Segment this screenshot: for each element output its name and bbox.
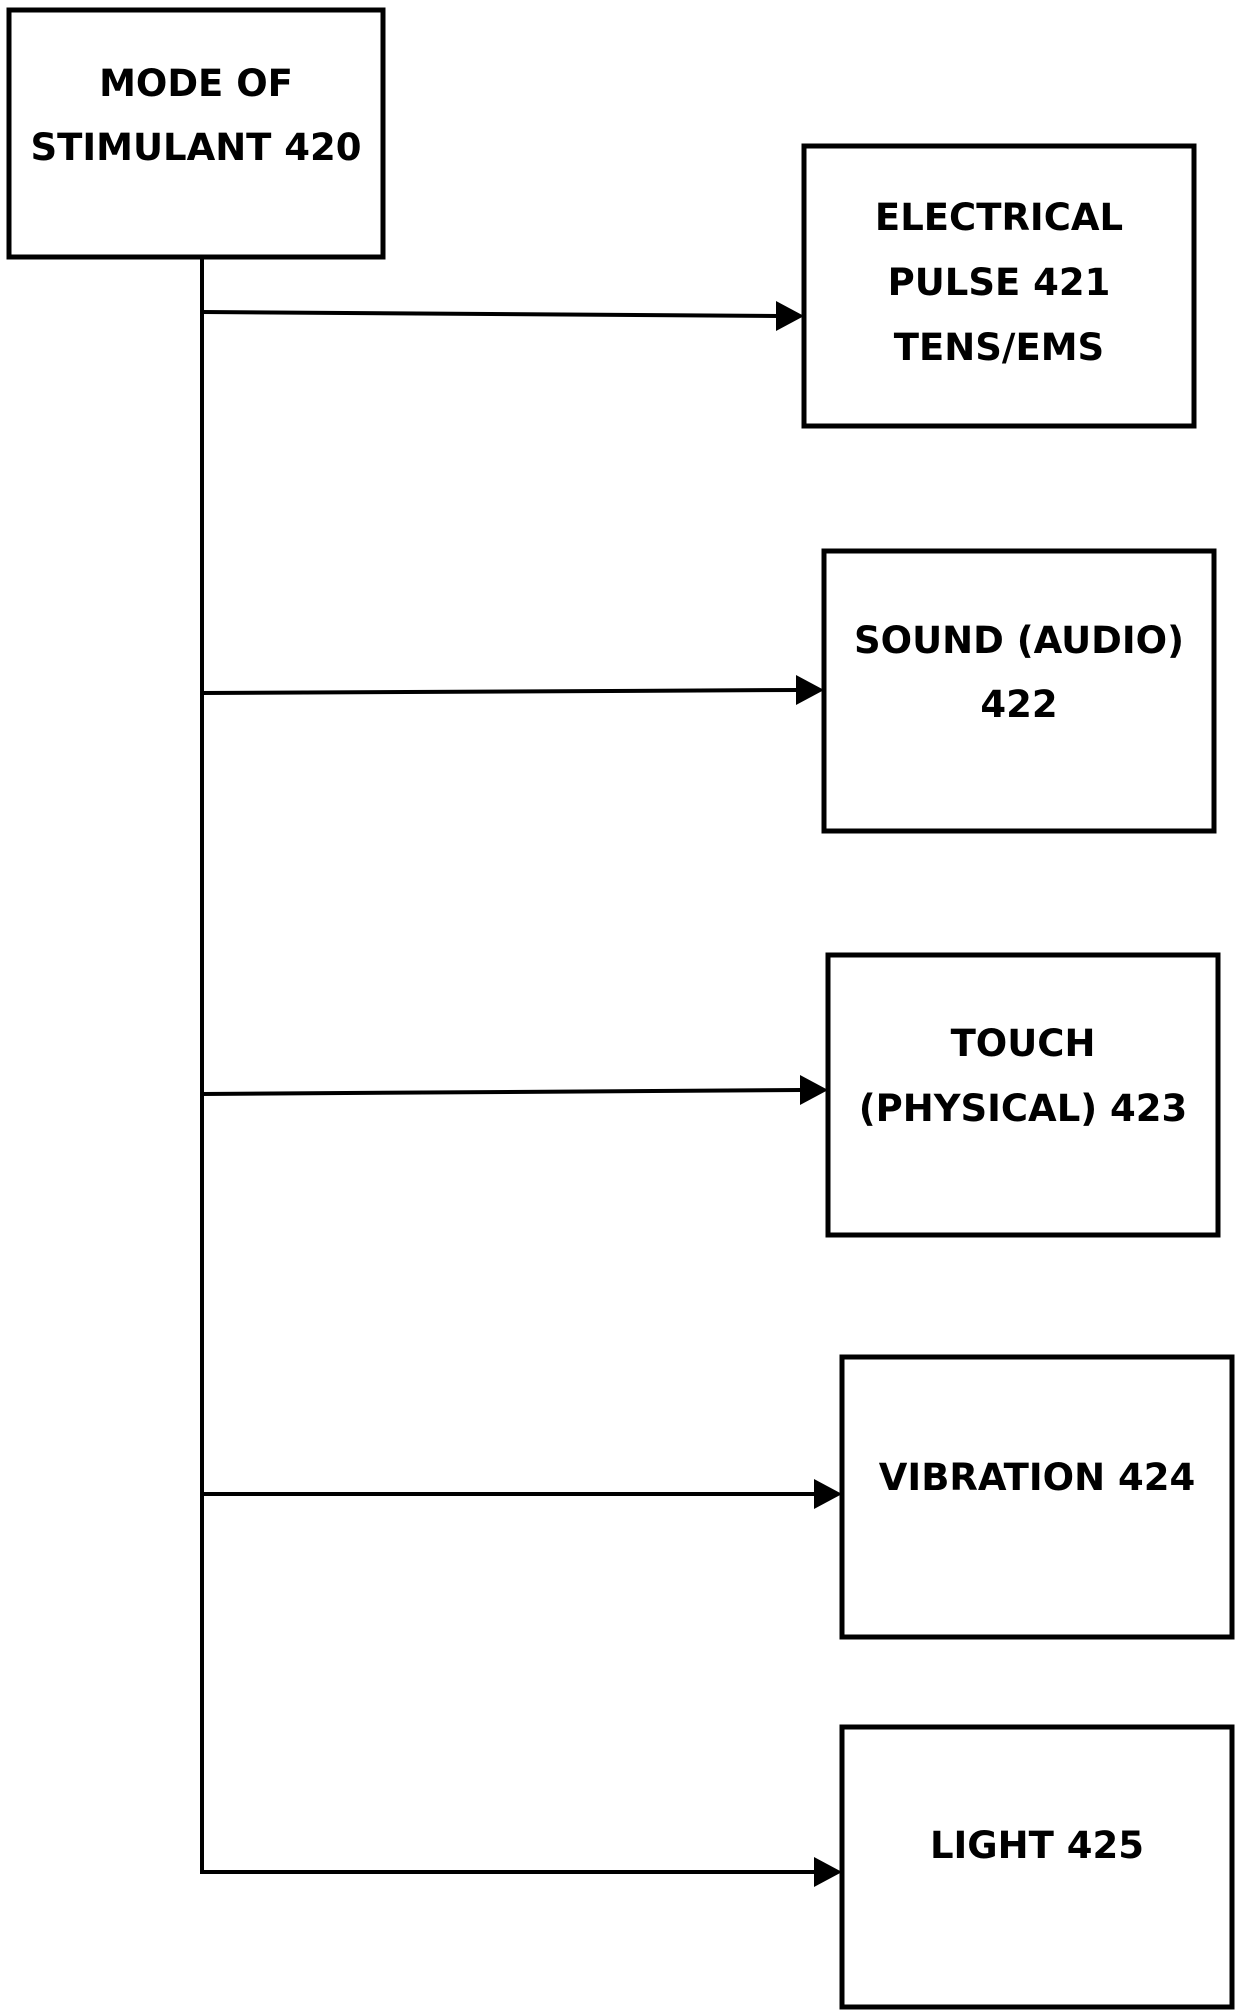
target-4-label-line-1: VIBRATION 424 — [879, 1456, 1195, 1499]
target-node-vibration: VIBRATION 424 — [202, 1357, 1232, 1637]
target-3-label-line-1: TOUCH — [951, 1022, 1096, 1065]
arrowhead-3 — [800, 1075, 828, 1105]
target-2-label-line-2: 422 — [980, 683, 1057, 726]
source-label-line-1: MODE OF — [99, 62, 293, 105]
target-node-sound: SOUND (AUDIO) 422 — [202, 551, 1214, 831]
branch-connector-3 — [202, 1090, 801, 1094]
source-label-line-2: STIMULANT 420 — [30, 126, 361, 169]
arrowhead-2 — [796, 675, 824, 705]
target-1-label-line-3: TENS/EMS — [894, 326, 1104, 369]
branch-connector-2 — [202, 690, 798, 693]
target-1-label-line-1: ELECTRICAL — [875, 196, 1123, 239]
target-node-touch: TOUCH (PHYSICAL) 423 — [202, 955, 1218, 1235]
target-1-label-line-2: PULSE 421 — [888, 261, 1111, 304]
arrowhead-1 — [776, 301, 804, 331]
source-node: MODE OF STIMULANT 420 — [9, 10, 383, 257]
target-box-5 — [842, 1727, 1232, 2007]
target-3-label-line-2: (PHYSICAL) 423 — [859, 1087, 1188, 1130]
target-node-light: LIGHT 425 — [200, 1727, 1232, 2007]
target-5-label-line-1: LIGHT 425 — [930, 1824, 1144, 1867]
target-2-label-line-1: SOUND (AUDIO) — [854, 619, 1184, 662]
arrowhead-5 — [814, 1857, 842, 1887]
arrowhead-4 — [814, 1479, 842, 1509]
branch-connector-1 — [202, 312, 778, 316]
